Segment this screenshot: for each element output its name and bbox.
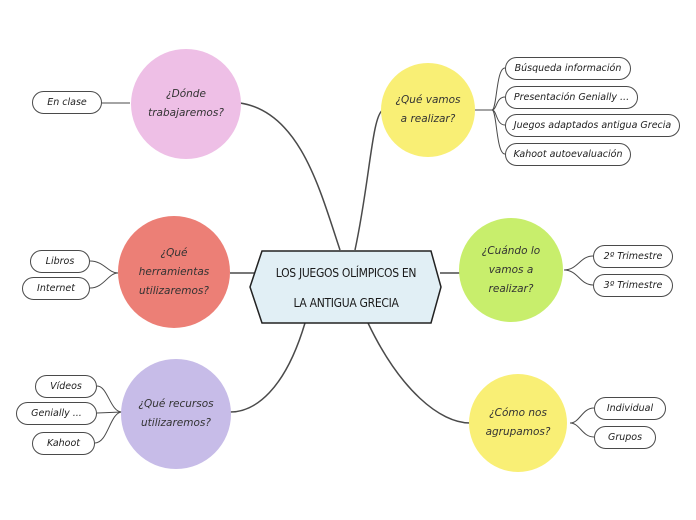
bubble-donde-text: ¿Dónde trabajaremos? xyxy=(131,49,241,159)
connector-donde xyxy=(239,102,341,251)
leaf-connector-individual xyxy=(569,407,595,424)
central-topic[interactable] xyxy=(249,250,442,324)
leaf-connector-grupos xyxy=(569,422,595,438)
bubble-herramientas-line-2: herramientas xyxy=(138,265,210,278)
leaf-connector-busqueda xyxy=(491,67,506,111)
leaf-busqueda-informacion[interactable]: Búsqueda información xyxy=(505,57,631,80)
leaf-connector-presentacion xyxy=(491,96,506,111)
bubble-herramientas-line-3: utilizaremos? xyxy=(139,284,209,297)
central-topic-line-2: LA ANTIGUA GRECIA xyxy=(293,296,399,310)
connectors xyxy=(229,102,471,424)
bubble-donde-line-2: trabajaremos? xyxy=(148,107,224,119)
leaf-libros[interactable]: Libros xyxy=(30,250,90,273)
connector-que xyxy=(354,109,384,251)
leaf-connector-videos xyxy=(96,385,123,413)
leaf-3-trimestre[interactable]: 3º Trimestre xyxy=(593,274,673,297)
central-topic-text: LOS JUEGOS OLÍMPICOS EN LA ANTIGUA GRECI… xyxy=(252,252,440,324)
bubble-como-text: ¿Cómo nos agrupamos? xyxy=(469,374,567,472)
leaf-connector-libros xyxy=(89,260,119,274)
bubble-recursos-line-2: utilizaremos? xyxy=(141,417,211,429)
bubble-donde-line-1: ¿Dónde xyxy=(166,88,206,100)
bubble-que-line-1: ¿Qué vamos xyxy=(395,94,461,106)
leaf-connector-internet xyxy=(89,272,119,289)
leaf-en-clase[interactable]: En clase xyxy=(32,91,102,114)
bubble-que-text: ¿Qué vamos a realizar? xyxy=(381,63,475,157)
bubble-cuando-text: ¿Cuándo lo vamos a realizar? xyxy=(459,218,563,322)
leaf-genially[interactable]: Genially ... xyxy=(16,402,97,425)
connector-como xyxy=(367,322,471,424)
leaf-2-trimestre[interactable]: 2º Trimestre xyxy=(593,245,673,268)
leaf-kahoot-autoevaluacion[interactable]: Kahoot autoevaluación xyxy=(505,143,631,166)
bubble-recursos[interactable] xyxy=(121,359,231,469)
leaf-internet[interactable]: Internet xyxy=(22,277,90,300)
leaf-connector-kahoot xyxy=(94,411,123,444)
bubble-que-line-2: a realizar? xyxy=(400,113,456,125)
leaf-connector-kahoot-auto xyxy=(491,109,506,155)
bubble-recursos-text: ¿Qué recursos utilizaremos? xyxy=(121,359,231,469)
leaf-presentacion-genially[interactable]: Presentación Genially ... xyxy=(505,86,638,109)
bubble-cuando-line-3: realizar? xyxy=(488,282,534,295)
bubble-herramientas-line-1: ¿Qué xyxy=(160,246,188,259)
leaf-videos[interactable]: Vídeos xyxy=(35,375,97,398)
leaf-kahoot[interactable]: Kahoot xyxy=(32,432,95,455)
bubble-que[interactable] xyxy=(381,63,475,157)
leaf-connector-2-trimestre xyxy=(563,255,594,271)
leaf-juegos-adaptados[interactable]: Juegos adaptados antigua Grecia xyxy=(505,114,680,137)
bubble-cuando-line-2: vamos a xyxy=(488,263,534,276)
bubble-como[interactable] xyxy=(469,374,567,472)
leaf-connector-genially xyxy=(96,411,123,414)
bubble-cuando-line-1: ¿Cuándo lo xyxy=(481,244,541,257)
bubble-herramientas[interactable] xyxy=(118,216,230,328)
bubble-como-line-2: agrupamos? xyxy=(485,426,551,438)
bubble-cuando[interactable] xyxy=(459,218,563,322)
bubble-herramientas-text: ¿Qué herramientas utilizaremos? xyxy=(118,216,230,328)
leaf-individual[interactable]: Individual xyxy=(594,397,666,420)
bubble-como-line-1: ¿Cómo nos xyxy=(489,407,547,419)
bubble-recursos-line-1: ¿Qué recursos xyxy=(138,398,214,410)
bubble-donde[interactable] xyxy=(131,49,241,159)
connector-recursos xyxy=(229,322,306,413)
central-topic-line-1: LOS JUEGOS OLÍMPICOS EN xyxy=(275,266,417,280)
leaf-connector-3-trimestre xyxy=(563,269,594,286)
leaf-connectors xyxy=(89,67,595,444)
leaf-grupos[interactable]: Grupos xyxy=(594,426,656,449)
